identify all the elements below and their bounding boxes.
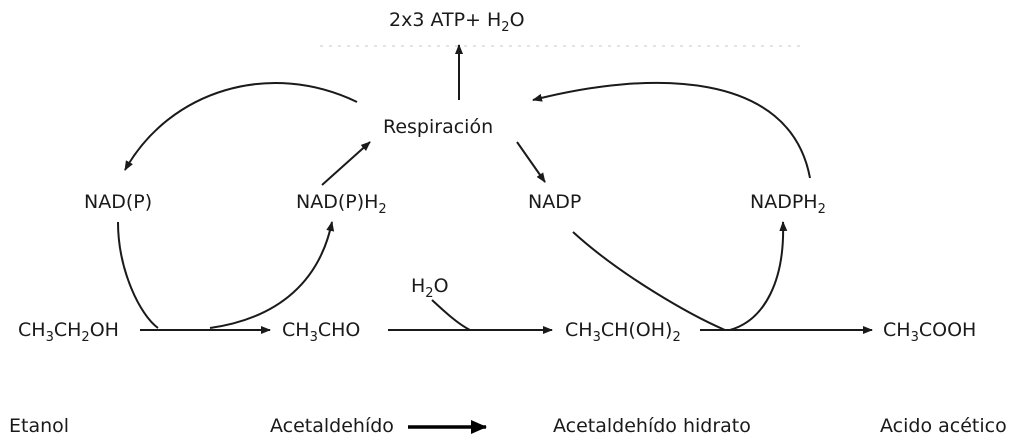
ethanol-formula: CH3CH2OH <box>18 319 119 345</box>
arrow-reaction-to-nadph2-left <box>209 221 335 329</box>
arrow-reaction-to-nadph2-right <box>729 221 788 331</box>
h2o-addition-line <box>431 299 471 331</box>
arrow-respiration-to-nadp-left <box>124 82 358 171</box>
nadp-left-label: NAD(P) <box>84 191 152 213</box>
arrow-nadp-to-ethanol-reaction <box>117 221 159 329</box>
h2o-label: H2O <box>411 275 449 301</box>
arrow-nadph2-to-respiration <box>321 141 371 186</box>
atp-label: 2x3 ATP+ H2O <box>389 9 525 35</box>
acetic-acid-formula: CH3COOH <box>883 319 976 345</box>
hydrate-name: Acetaldehído hidrato <box>553 415 751 437</box>
nadph2-left-label: NAD(P)H2 <box>296 191 387 217</box>
hydrate-formula: CH3CH(OH)2 <box>565 319 681 345</box>
nadph2-right-label: NADPH2 <box>750 191 826 217</box>
arrow-nadp-to-hydrate-reaction <box>572 231 726 331</box>
arrow-respiration-to-nadp-right <box>516 141 546 183</box>
acetic-acid-name: Acido acético <box>880 415 1007 437</box>
nadp-right-label: NADP <box>528 191 581 213</box>
arrow-nadph2-right-to-respiration <box>532 81 811 179</box>
acetaldehyde-name: Acetaldehído <box>270 415 394 437</box>
acetaldehyde-formula: CH3CHO <box>282 319 360 345</box>
respiracion-label: Respiración <box>383 116 493 138</box>
ethanol-name: Etanol <box>9 415 69 437</box>
